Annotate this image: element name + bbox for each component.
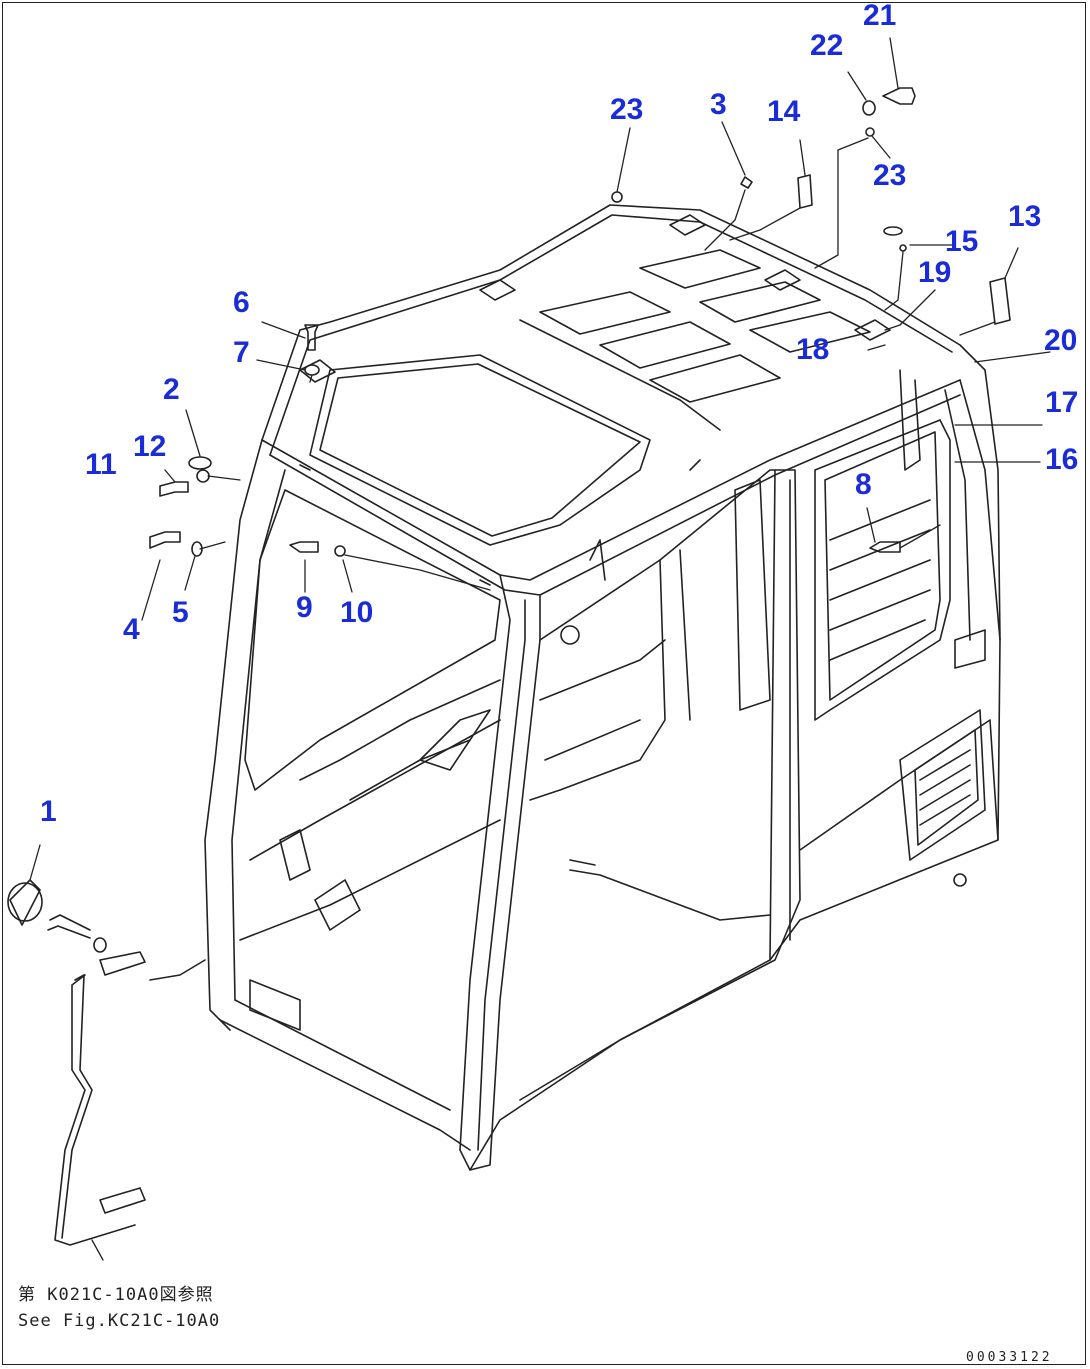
callout-6: 6 — [233, 286, 250, 319]
callout-18: 18 — [796, 333, 830, 366]
callout-19: 19 — [918, 256, 952, 289]
callout-21: 21 — [863, 0, 897, 32]
callout-23-left: 23 — [610, 93, 644, 126]
callout-2: 2 — [163, 373, 180, 406]
callout-22: 22 — [810, 29, 844, 62]
callout-12: 12 — [133, 430, 167, 463]
callout-11: 11 — [85, 448, 117, 481]
cab-frame — [204, 204, 1001, 1171]
callout-8: 8 — [855, 468, 872, 501]
callout-10: 10 — [340, 596, 374, 629]
callout-15: 15 — [945, 225, 979, 258]
callout-16: 16 — [1045, 443, 1079, 476]
callout-13: 13 — [1008, 200, 1042, 233]
callout-4: 4 — [123, 613, 140, 646]
roof-hinges — [299, 214, 891, 383]
callout-7: 7 — [233, 336, 250, 369]
leader-lines — [29, 37, 1051, 1261]
callout-9: 9 — [296, 591, 313, 624]
figure-code: 00033122 — [966, 1350, 1053, 1365]
callout-14: 14 — [767, 95, 801, 128]
reference-note-jp: 第 K021C-10A0図参照 — [18, 1285, 214, 1305]
loose-parts — [7, 87, 1011, 1246]
callout-3: 3 — [710, 88, 727, 121]
callout-1: 1 — [40, 795, 57, 828]
callout-5: 5 — [172, 596, 189, 629]
callout-20: 20 — [1044, 324, 1078, 357]
callout-23-right: 23 — [873, 159, 907, 192]
callout-17: 17 — [1045, 386, 1079, 419]
reference-note-en: See Fig.KC21C-10A0 — [18, 1311, 221, 1331]
